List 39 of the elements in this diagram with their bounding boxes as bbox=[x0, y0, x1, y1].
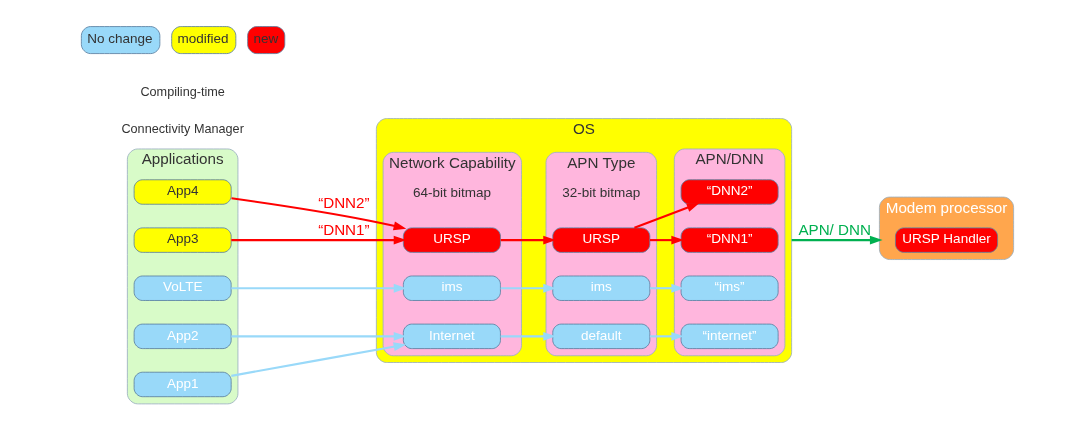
arrow bbox=[791, 235, 883, 245]
node-box: “DNN2” bbox=[680, 179, 779, 205]
arrow bbox=[649, 283, 684, 293]
arrow bbox=[230, 283, 406, 293]
legend-label: No change bbox=[86, 31, 153, 47]
node-box: ims bbox=[402, 275, 501, 301]
node-box: App4 bbox=[133, 179, 232, 205]
node-box: default bbox=[551, 323, 650, 349]
edge-label: “DNN1” bbox=[317, 221, 370, 239]
node-box: URSP Handler bbox=[894, 227, 998, 253]
node-box: Internet bbox=[402, 323, 501, 349]
edge-label: “DNN2” bbox=[317, 193, 370, 211]
node-box: App1 bbox=[133, 371, 232, 398]
legend-label: modified bbox=[177, 31, 229, 47]
legend-label: new bbox=[253, 31, 278, 47]
node-label: 64-bit bitmap bbox=[412, 184, 491, 200]
arrow bbox=[500, 331, 556, 341]
node-box: URSP bbox=[402, 227, 501, 253]
arrow bbox=[633, 203, 700, 229]
arrow bbox=[230, 342, 406, 377]
arrow bbox=[230, 331, 406, 341]
arrow bbox=[230, 197, 406, 231]
node-box: App3 bbox=[133, 227, 232, 253]
node-label: 32-bit bitmap bbox=[561, 184, 640, 200]
node-box: URSP bbox=[551, 227, 650, 253]
label: Connectivity Manager bbox=[120, 121, 244, 136]
node-box: VoLTE bbox=[133, 275, 232, 301]
node-box: “ims” bbox=[680, 275, 779, 301]
node-box: ims bbox=[551, 275, 650, 301]
node-box: “internet” bbox=[680, 323, 779, 349]
node-box: “DNN1” bbox=[680, 227, 779, 253]
arrow bbox=[230, 235, 406, 245]
arrow bbox=[649, 331, 684, 341]
arrow bbox=[500, 283, 556, 293]
arrow bbox=[649, 235, 684, 245]
arrow bbox=[500, 235, 556, 245]
node-box: App2 bbox=[133, 323, 232, 349]
edge-label: APN/ DNN bbox=[797, 221, 871, 239]
label: Compiling-time bbox=[139, 85, 225, 100]
